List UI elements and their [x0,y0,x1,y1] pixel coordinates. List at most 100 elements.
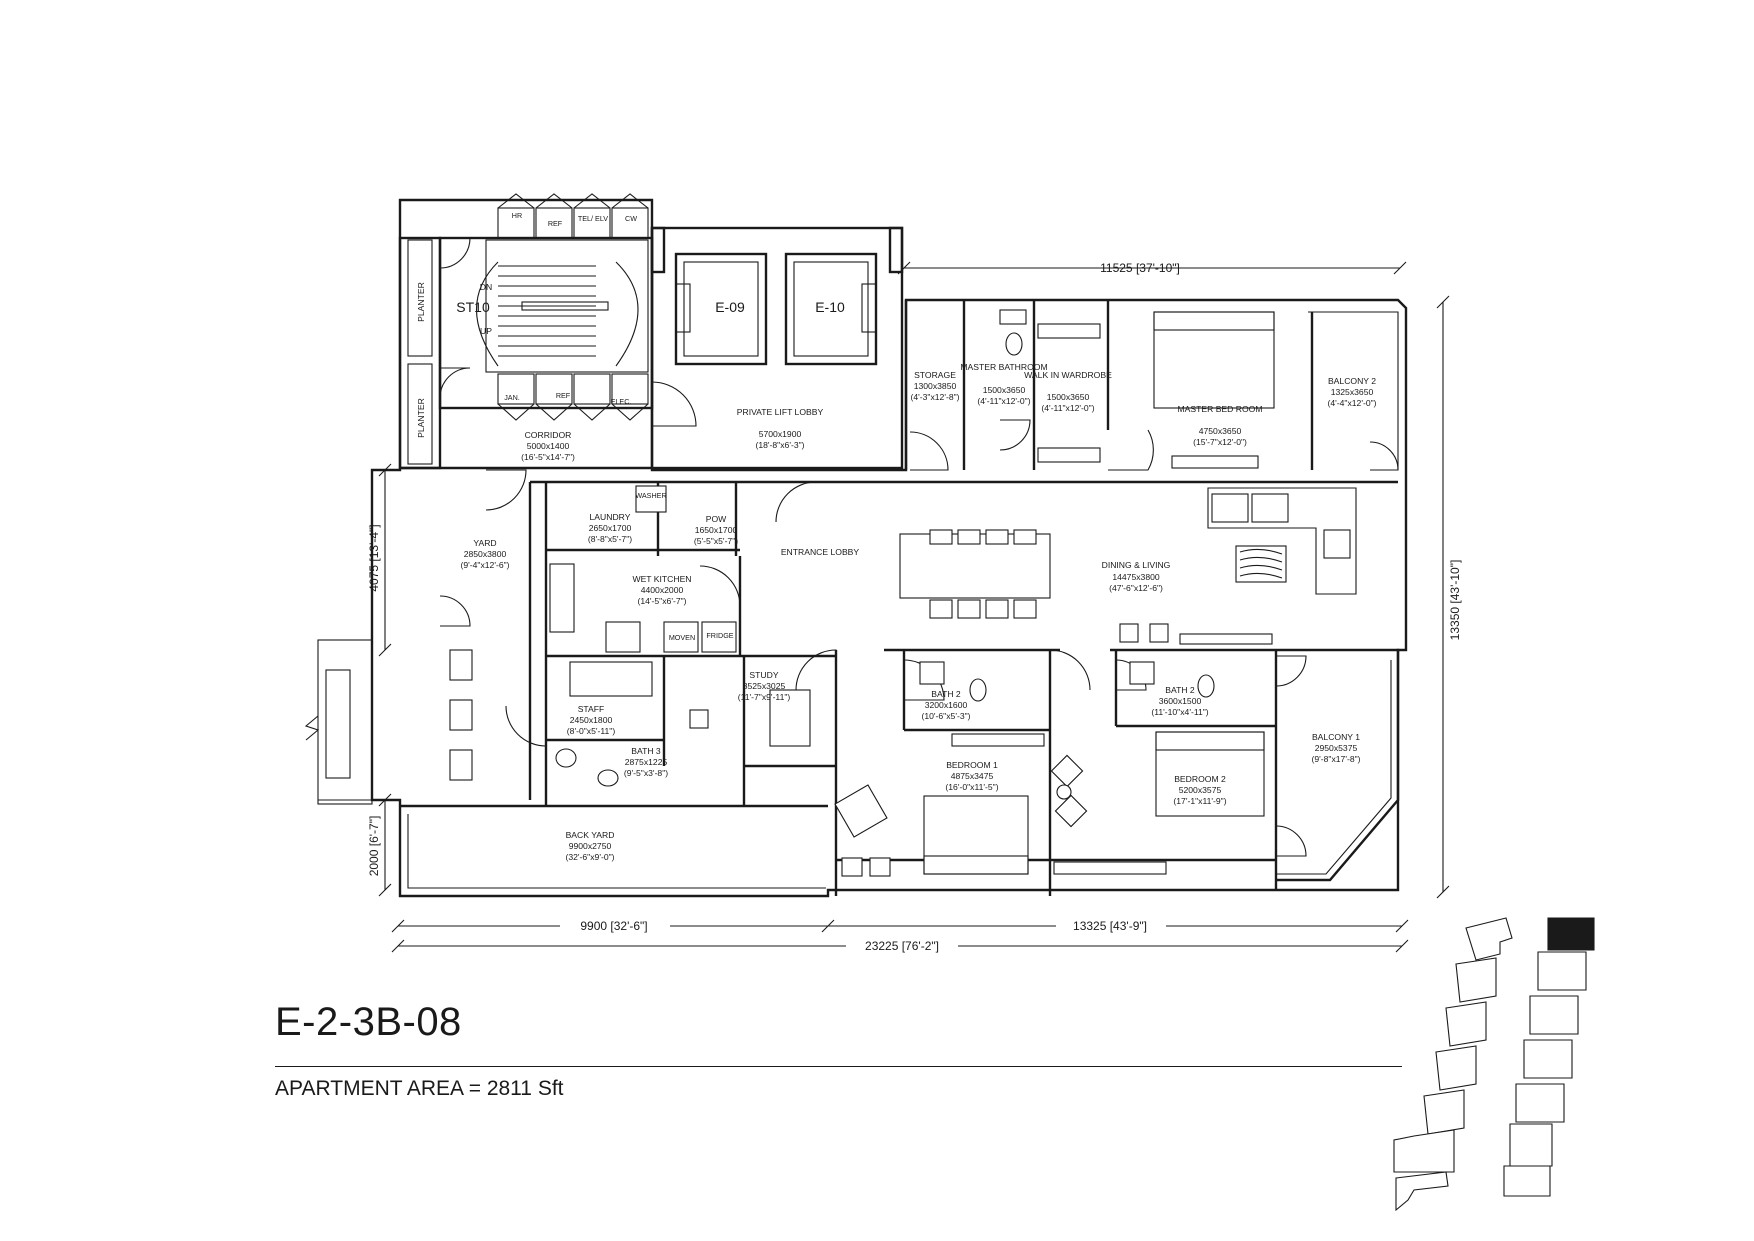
room-bath-2a: BATH 2 3200x1600 (10'-6"x5'-3") [921,689,970,721]
room-name: BEDROOM 2 [1174,774,1226,784]
room-imperial: (8'-8"x5'-7") [588,534,632,544]
room-name: BATH 2 [1165,685,1195,695]
room-size: 1650x1700 [695,525,738,535]
room-size: 5000x1400 [527,441,570,451]
room-balcony-1: BALCONY 1 2950x5375 (9'-8"x17'-8") [1311,732,1360,764]
room-balcony-2: BALCONY 2 1325x3650 (4'-4"x12'-0") [1327,376,1376,408]
room-size: 2450x1800 [570,715,613,725]
room-laundry: LAUNDRY 2650x1700 (8'-8"x5'-7") [588,512,632,544]
label-jan: JAN. [504,393,520,402]
room-name: LAUNDRY [590,512,631,522]
room-size: 2650x1700 [589,523,632,533]
room-imperial: (18'-8"x6'-3") [755,440,804,450]
room-name: DINING & LIVING [1102,560,1171,570]
room-yard: YARD 2850x3800 (9'-4"x12'-6") [460,538,509,570]
label-ref-bottom: REF [556,391,571,400]
room-size: 1325x3650 [1331,387,1374,397]
room-wet-kitchen: WET KITCHEN 4400x2000 (14'-5"x6'-7") [632,574,691,606]
key-plan-right [1503,917,1595,1197]
dim-bottom-right: 13325 [43'-9"] [1073,919,1147,933]
room-size: 3200x1600 [925,700,968,710]
room-name: MASTER BED ROOM [1178,404,1263,414]
room-size: 4875x3475 [951,771,994,781]
room-storage: STORAGE 1300x3850 (4'-3"x12'-8") [910,370,959,402]
label-lift-e10: E-10 [815,299,845,315]
room-name: STAFF [578,704,605,714]
room-imperial: (47'-6"x12'-6") [1109,583,1163,593]
room-name: YARD [473,538,496,548]
room-name: BACK YARD [566,830,615,840]
room-imperial: (15'-7"x12'-0") [1193,437,1247,447]
room-size: 4400x2000 [641,585,684,595]
room-name: BATH 3 [631,746,661,756]
label-oven: MOVEN [669,633,695,642]
room-study: STUDY 3525x3025 (11'-7"x9'-11") [738,670,791,702]
room-master-bathroom: MASTER BATHROOM 1500x3650 (4'-11"x12'-0"… [960,362,1047,406]
room-imperial: (32'-6"x9'-0") [565,852,614,862]
label-ref-top: REF [548,219,563,228]
room-imperial: (17'-1"x11'-9") [1173,796,1226,806]
dim-left-upper: 4075 [13'-4"] [367,524,381,591]
room-imperial: (4'-3"x12'-8") [910,392,959,402]
key-plan-left [1393,917,1513,1212]
outer-walls [370,198,1408,898]
label-up: UP [480,326,492,336]
room-size: 5200x3575 [1179,785,1222,795]
room-bath-3: BATH 3 2875x1225 (9'-5"x3'-8") [624,746,668,778]
room-name: WET KITCHEN [632,574,691,584]
label-elec: ELEC. [611,397,632,406]
room-size: 9900x2750 [569,841,612,851]
room-bedroom-1: BEDROOM 1 4875x3475 (16'-0"x11'-5") [945,760,998,792]
room-size: 4750x3650 [1199,426,1242,436]
label-planter-upper: PLANTER [416,282,426,322]
room-size: 1300x3850 [914,381,957,391]
external-shaft [304,639,400,805]
room-imperial: (11'-7"x9'-11") [738,692,791,702]
dim-bottom-left: 9900 [32'-6"] [580,919,647,933]
label-fridge: FRIDGE [706,631,733,640]
room-name: PRIVATE LIFT LOBBY [737,407,824,417]
label-cw: CW [625,214,637,223]
room-imperial: (9'-4"x12'-6") [460,560,509,570]
dim-left-lower: 2000 [6'-7"] [367,816,381,877]
room-size: 2950x5375 [1315,743,1358,753]
label-washer: WASHER [635,491,666,500]
room-name: STUDY [749,670,778,680]
key-plan-highlight [1547,917,1595,951]
room-name: CORRIDOR [525,430,572,440]
room-size: 1500x3650 [1047,392,1090,402]
dimension-lines [378,261,1450,953]
room-size: 1500x3650 [983,385,1026,395]
apartment-area: APARTMENT AREA = 2811 Sft [275,1077,564,1100]
room-dining-living: DINING & LIVING 14475x3800 (47'-6"x12'-6… [1102,560,1171,593]
core [398,193,904,470]
room-private-lift-lobby: PRIVATE LIFT LOBBY 5700x1900 (18'-8"x6'-… [737,407,824,450]
room-name: POW [706,514,727,524]
room-walk-in-wardrobe: WALK IN WARDROBE 1500x3650 (4'-11"x12'-0… [1024,370,1112,413]
room-imperial: (9'-8"x17'-8") [1311,754,1360,764]
room-name: BALCONY 2 [1328,376,1376,386]
label-tel-elv: TEL/ ELV [578,214,608,223]
room-bedroom-2: BEDROOM 2 5200x3575 (17'-1"x11'-9") [1173,774,1226,806]
room-name: BATH 2 [931,689,961,699]
room-size: 14475x3800 [1112,572,1160,582]
room-imperial: (16'-5"x14'-7") [521,452,575,462]
label-planter-lower: PLANTER [416,398,426,438]
room-imperial: (16'-0"x11'-5") [945,782,998,792]
room-imperial: (8'-0"x5'-11") [567,726,616,736]
room-imperial: (4'-11"x12'-0") [977,396,1030,406]
room-imperial: (4'-4"x12'-0") [1327,398,1376,408]
room-imperial: (11'-10"x4'-11") [1151,707,1208,717]
title-rule [275,1066,1402,1067]
stair-treads [475,261,639,367]
room-imperial: (9'-5"x3'-8") [624,768,668,778]
room-name: BALCONY 1 [1312,732,1360,742]
room-staff: STAFF 2450x1800 (8'-0"x5'-11") [567,704,616,736]
label-hr: HR [512,211,522,220]
room-back-yard: BACK YARD 9900x2750 (32'-6"x9'-0") [565,830,614,862]
room-pow: POW 1650x1700 (5'-5"x5'-7") [694,514,738,546]
room-master-bedroom: MASTER BED ROOM 4750x3650 (15'-7"x12'-0"… [1178,404,1263,447]
room-size: 2850x3800 [464,549,507,559]
room-name: WALK IN WARDROBE [1024,370,1112,380]
